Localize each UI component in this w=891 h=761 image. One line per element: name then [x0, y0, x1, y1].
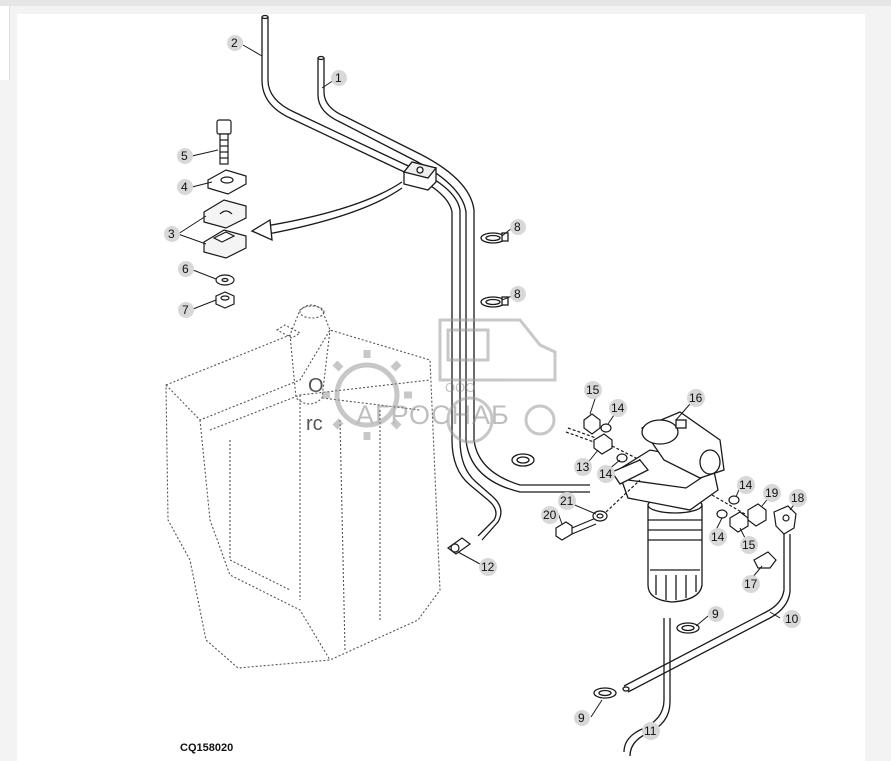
callout-8a: 8 — [510, 219, 526, 235]
figure-id: CQ158020 — [180, 742, 233, 754]
gear-icon — [322, 350, 412, 440]
clamp-detail-parts — [203, 119, 247, 309]
svg-text:4: 4 — [181, 180, 188, 194]
callout-bubbles: 2 1 5 4 3 6 7 8 8 16 15 14 13 14 14 19 1… — [164, 35, 807, 740]
callout-1: 1 — [331, 70, 347, 86]
svg-text:14: 14 — [711, 530, 725, 544]
callout-18: 18 — [789, 489, 807, 507]
watermark-line1: ООО — [445, 380, 475, 395]
callout-15a: 15 — [584, 381, 602, 399]
svg-text:19: 19 — [765, 486, 779, 500]
callout-7: 7 — [178, 302, 194, 318]
callout-2: 2 — [227, 35, 243, 51]
text-fragment-1: O — [308, 375, 324, 397]
svg-text:14: 14 — [739, 478, 753, 492]
callout-14c: 14 — [737, 476, 755, 494]
callout-8b: 8 — [510, 286, 526, 302]
small-fittings — [555, 413, 797, 569]
left-panel-edge — [0, 6, 10, 80]
callout-16: 16 — [687, 389, 705, 407]
callout-5: 5 — [177, 148, 193, 164]
svg-text:1: 1 — [335, 71, 342, 85]
top-bar — [0, 0, 891, 6]
diagram-card — [17, 14, 865, 761]
line-clamp-block — [402, 161, 438, 191]
callout-14a: 14 — [609, 399, 627, 417]
callout-21: 21 — [558, 492, 576, 510]
watermark-line2: АГРОСНАБ — [356, 400, 510, 430]
svg-text:9: 9 — [578, 711, 585, 725]
callout-13: 13 — [574, 458, 592, 476]
callout-20: 20 — [541, 506, 559, 524]
svg-text:14: 14 — [599, 467, 613, 481]
callout-11: 11 — [642, 722, 660, 740]
callout-15b: 15 — [740, 536, 758, 554]
callout-14d: 14 — [709, 528, 727, 546]
callout-4: 4 — [177, 179, 193, 195]
callout-17: 17 — [742, 575, 760, 593]
svg-text:17: 17 — [744, 577, 758, 591]
watermark-logo: ООО АГРОСНАБ — [322, 318, 557, 444]
svg-text:21: 21 — [560, 494, 574, 508]
svg-text:16: 16 — [689, 391, 703, 405]
callout-19: 19 — [763, 484, 781, 502]
callout-leaders — [177, 44, 797, 731]
svg-text:8: 8 — [514, 287, 521, 301]
callout-14b: 14 — [597, 465, 615, 483]
callout-3: 3 — [164, 226, 180, 242]
svg-text:20: 20 — [543, 508, 557, 522]
callout-9a: 9 — [708, 606, 724, 622]
svg-text:6: 6 — [182, 262, 189, 276]
svg-text:7: 7 — [182, 303, 189, 317]
svg-text:11: 11 — [644, 724, 657, 738]
svg-text:15: 15 — [742, 538, 756, 552]
tractor-icon — [438, 318, 557, 444]
fuel-tank — [165, 304, 441, 669]
svg-text:2: 2 — [231, 36, 238, 50]
svg-text:10: 10 — [785, 612, 799, 626]
svg-text:9: 9 — [712, 607, 719, 621]
callout-6: 6 — [178, 261, 194, 277]
hose-clamps — [480, 232, 700, 699]
callout-12: 12 — [479, 558, 497, 576]
svg-text:15: 15 — [586, 383, 600, 397]
svg-text:3: 3 — [168, 227, 175, 241]
svg-text:8: 8 — [514, 220, 521, 234]
callout-9b: 9 — [574, 710, 590, 726]
text-fragment-2: rc — [306, 413, 323, 435]
fuel-filter-assembly — [611, 411, 725, 603]
svg-text:18: 18 — [791, 491, 805, 505]
svg-text:14: 14 — [611, 401, 625, 415]
fitting-12 — [446, 537, 472, 555]
svg-text:12: 12 — [481, 560, 495, 574]
svg-text:13: 13 — [576, 460, 590, 474]
svg-text:5: 5 — [181, 149, 188, 163]
fuel-lines — [261, 14, 590, 541]
callout-10: 10 — [783, 610, 801, 628]
detail-arrow — [250, 181, 403, 242]
